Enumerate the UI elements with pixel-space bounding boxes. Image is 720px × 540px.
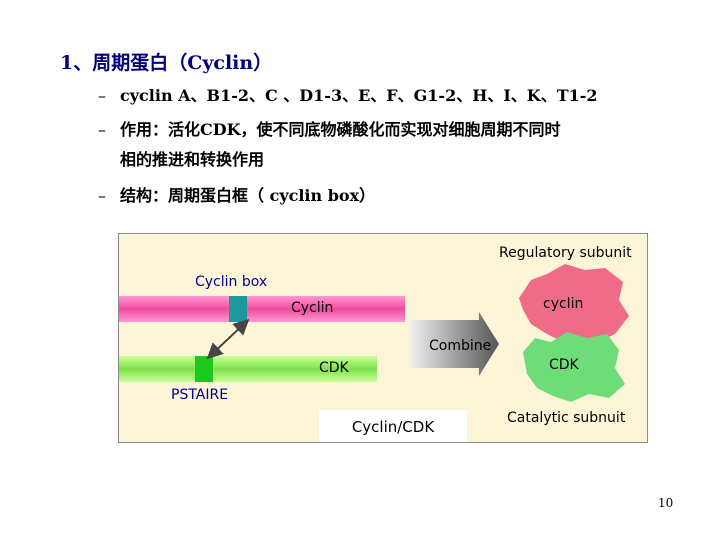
bullet-text: cyclin A、B1-2、C 、D1-3、E、F、G1-2、H、I、K、T1-… xyxy=(120,86,598,105)
combine-arrow xyxy=(409,312,499,376)
complex-label: Cyclin/CDK xyxy=(351,418,435,436)
cdk-bar xyxy=(119,356,377,382)
cdk-bar-label: CDK xyxy=(319,360,349,376)
cyclin-box-label: Cyclin box xyxy=(195,274,268,290)
pstaire-region xyxy=(195,356,213,382)
interaction-arrow xyxy=(206,318,250,360)
cyclin-cdk-complex-box: Cyclin/CDK xyxy=(319,410,467,442)
cyclin-bar-label: Cyclin xyxy=(291,300,334,316)
cyclin-box-region xyxy=(229,296,247,322)
bullet-function-continued: 相的推进和转换作用 xyxy=(120,150,265,169)
catalytic-subunit-label: Catalytic subnuit xyxy=(507,410,626,426)
cdk-blob-label: CDK xyxy=(549,357,579,373)
page-number: 10 xyxy=(658,496,674,510)
bullet-text: 作用：活化CDK，使不同底物磷酸化而实现对细胞周期不同时 xyxy=(120,120,561,139)
cdk-blob xyxy=(523,332,625,402)
bullet-text: 结构：周期蛋白框（ cyclin box） xyxy=(120,186,376,205)
bullet-dash: – xyxy=(98,120,106,139)
slide-title: 1、周期蛋白（Cyclin） xyxy=(60,52,273,74)
bullet-dash: – xyxy=(98,186,106,205)
cyclin-blob-label: cyclin xyxy=(543,296,584,312)
combine-label: Combine xyxy=(429,338,492,354)
cyclin-bar xyxy=(119,296,405,322)
cyclin-blob xyxy=(519,264,629,342)
diagram-shapes xyxy=(206,264,629,402)
regulatory-subunit-label: Regulatory subunit xyxy=(499,245,632,261)
cyclin-cdk-diagram: Regulatory subunit Cyclin box Cyclin CDK… xyxy=(118,233,648,443)
pstaire-label: PSTAIRE xyxy=(171,387,229,403)
bullet-dash: – xyxy=(98,86,106,105)
